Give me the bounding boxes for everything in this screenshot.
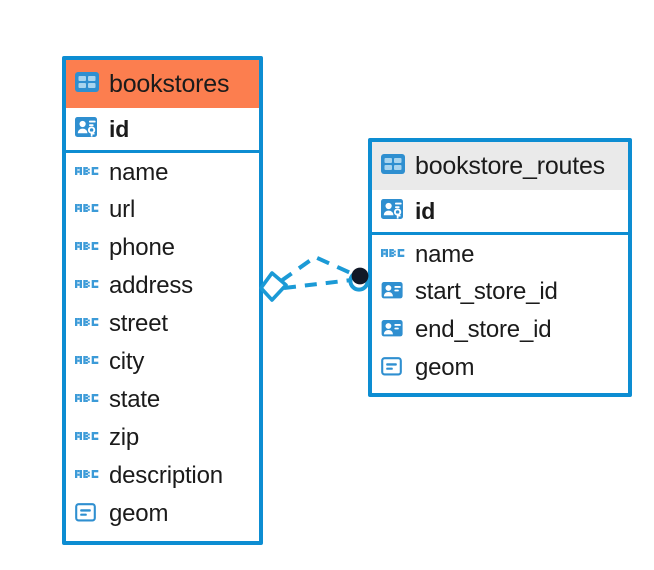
entity-bookstores-header[interactable]: bookstores xyxy=(66,60,259,108)
endpoint-ring xyxy=(348,270,370,292)
text-abc-icon xyxy=(74,385,100,416)
entity-bookstores-title: bookstores xyxy=(109,69,230,98)
field-label: end_store_id xyxy=(415,316,552,343)
field-label: city xyxy=(109,348,145,375)
text-abc-icon xyxy=(74,347,100,378)
field-row[interactable]: id xyxy=(66,108,259,153)
field-label: zip xyxy=(109,424,140,451)
table-icon xyxy=(74,69,100,100)
field-row[interactable]: id xyxy=(372,190,628,235)
field-label: id xyxy=(109,115,130,142)
text-abc-icon xyxy=(74,271,100,302)
text-abc-icon xyxy=(380,240,406,271)
field-row[interactable]: geom xyxy=(372,349,628,387)
primary-key-icon xyxy=(380,196,406,227)
field-row[interactable]: description xyxy=(66,457,259,495)
text-abc-icon xyxy=(74,195,100,226)
entity-bookstores[interactable]: bookstores id xyxy=(62,56,263,545)
entity-bookstore-routes-header[interactable]: bookstore_routes xyxy=(372,142,628,190)
field-row[interactable]: start_store_id xyxy=(372,273,628,311)
field-row[interactable]: url xyxy=(66,191,259,229)
field-label: name xyxy=(415,241,475,268)
field-label: start_store_id xyxy=(415,278,558,305)
text-abc-icon xyxy=(74,423,100,454)
table-icon xyxy=(380,151,406,182)
foreign-key-icon xyxy=(380,315,406,346)
field-row[interactable]: city xyxy=(66,343,259,381)
relationship-branch-line xyxy=(279,254,354,283)
field-label: description xyxy=(109,462,223,489)
relationship-line xyxy=(283,278,353,290)
field-row[interactable]: state xyxy=(66,381,259,419)
filled-circle-marker xyxy=(351,267,369,285)
field-row[interactable]: phone xyxy=(66,229,259,267)
field-row[interactable]: street xyxy=(66,305,259,343)
field-row[interactable]: name xyxy=(66,153,259,191)
text-abc-icon xyxy=(74,309,100,340)
field-row[interactable]: name xyxy=(372,235,628,273)
foreign-key-icon xyxy=(380,277,406,308)
field-row[interactable]: geom xyxy=(66,495,259,533)
geometry-icon xyxy=(74,499,100,530)
field-label: name xyxy=(109,159,169,186)
field-row[interactable]: zip xyxy=(66,419,259,457)
entity-bookstore-routes[interactable]: bookstore_routes id xyxy=(368,138,632,397)
field-label: geom xyxy=(109,500,169,527)
entity-bookstore-routes-title: bookstore_routes xyxy=(415,151,605,180)
entity-bookstores-fields: id nam xyxy=(66,108,259,533)
field-label: url xyxy=(109,196,136,223)
field-label: id xyxy=(415,197,436,224)
field-label: phone xyxy=(109,234,175,261)
field-label: address xyxy=(109,272,193,299)
text-abc-icon xyxy=(74,158,100,189)
text-abc-icon xyxy=(74,461,100,492)
primary-key-icon xyxy=(74,114,100,145)
field-label: state xyxy=(109,386,161,413)
field-label: geom xyxy=(415,354,475,381)
diamond-marker xyxy=(259,271,288,302)
geometry-icon xyxy=(380,353,406,384)
entity-bookstore-routes-fields: id nam xyxy=(372,190,628,387)
field-label: street xyxy=(109,310,168,337)
field-row[interactable]: address xyxy=(66,267,259,305)
field-row[interactable]: end_store_id xyxy=(372,311,628,349)
text-abc-icon xyxy=(74,233,100,264)
